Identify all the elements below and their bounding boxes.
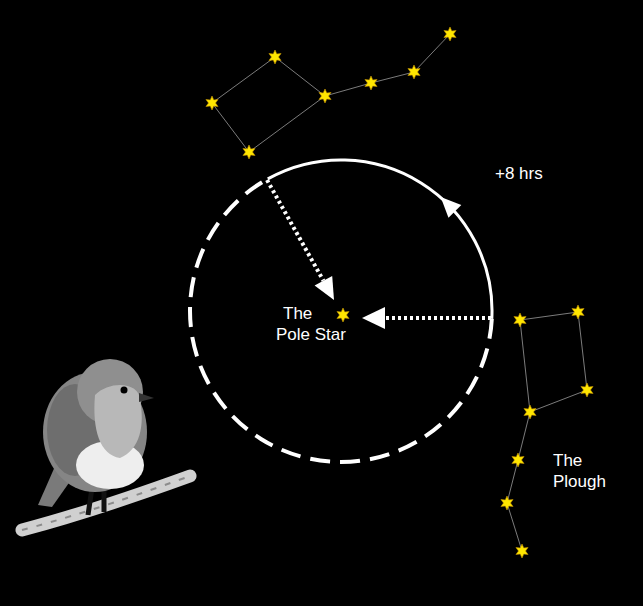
rotation-path-dashed (190, 179, 492, 462)
star (501, 496, 513, 510)
plough-lower (507, 312, 587, 551)
star (408, 65, 420, 79)
star (206, 96, 218, 110)
star (269, 50, 281, 64)
pole-star (337, 308, 349, 322)
robin-illustration (22, 359, 190, 530)
pointer-arrow (267, 180, 323, 281)
pointer-arrow (384, 316, 491, 320)
star (524, 405, 536, 419)
star (243, 145, 255, 159)
star (444, 27, 456, 41)
plough-lower-stars (501, 305, 593, 558)
time-label: +8 hrs (495, 163, 543, 184)
robin-beak (139, 393, 154, 402)
pointer-arrowhead (362, 307, 385, 329)
constellation-line (520, 312, 587, 412)
star-label: The Pole Star (276, 303, 349, 346)
plough-upper-stars (206, 27, 456, 159)
constellation-label: The Plough (553, 450, 619, 493)
star (581, 383, 593, 397)
pointer-arrowhead (315, 276, 334, 300)
constellation-line (507, 412, 530, 551)
constellation-line (325, 34, 450, 96)
plough-upper (212, 34, 450, 152)
star (514, 313, 526, 327)
rotation-arrowhead (441, 197, 462, 218)
star (516, 544, 528, 558)
robin-breast (94, 385, 141, 458)
star (512, 453, 524, 467)
star (365, 76, 377, 90)
star (572, 305, 584, 319)
star (319, 89, 331, 103)
constellation-line (212, 57, 325, 152)
rotation-path-solid (268, 160, 492, 319)
robin-legs (88, 488, 104, 515)
robin-eye (121, 387, 128, 394)
